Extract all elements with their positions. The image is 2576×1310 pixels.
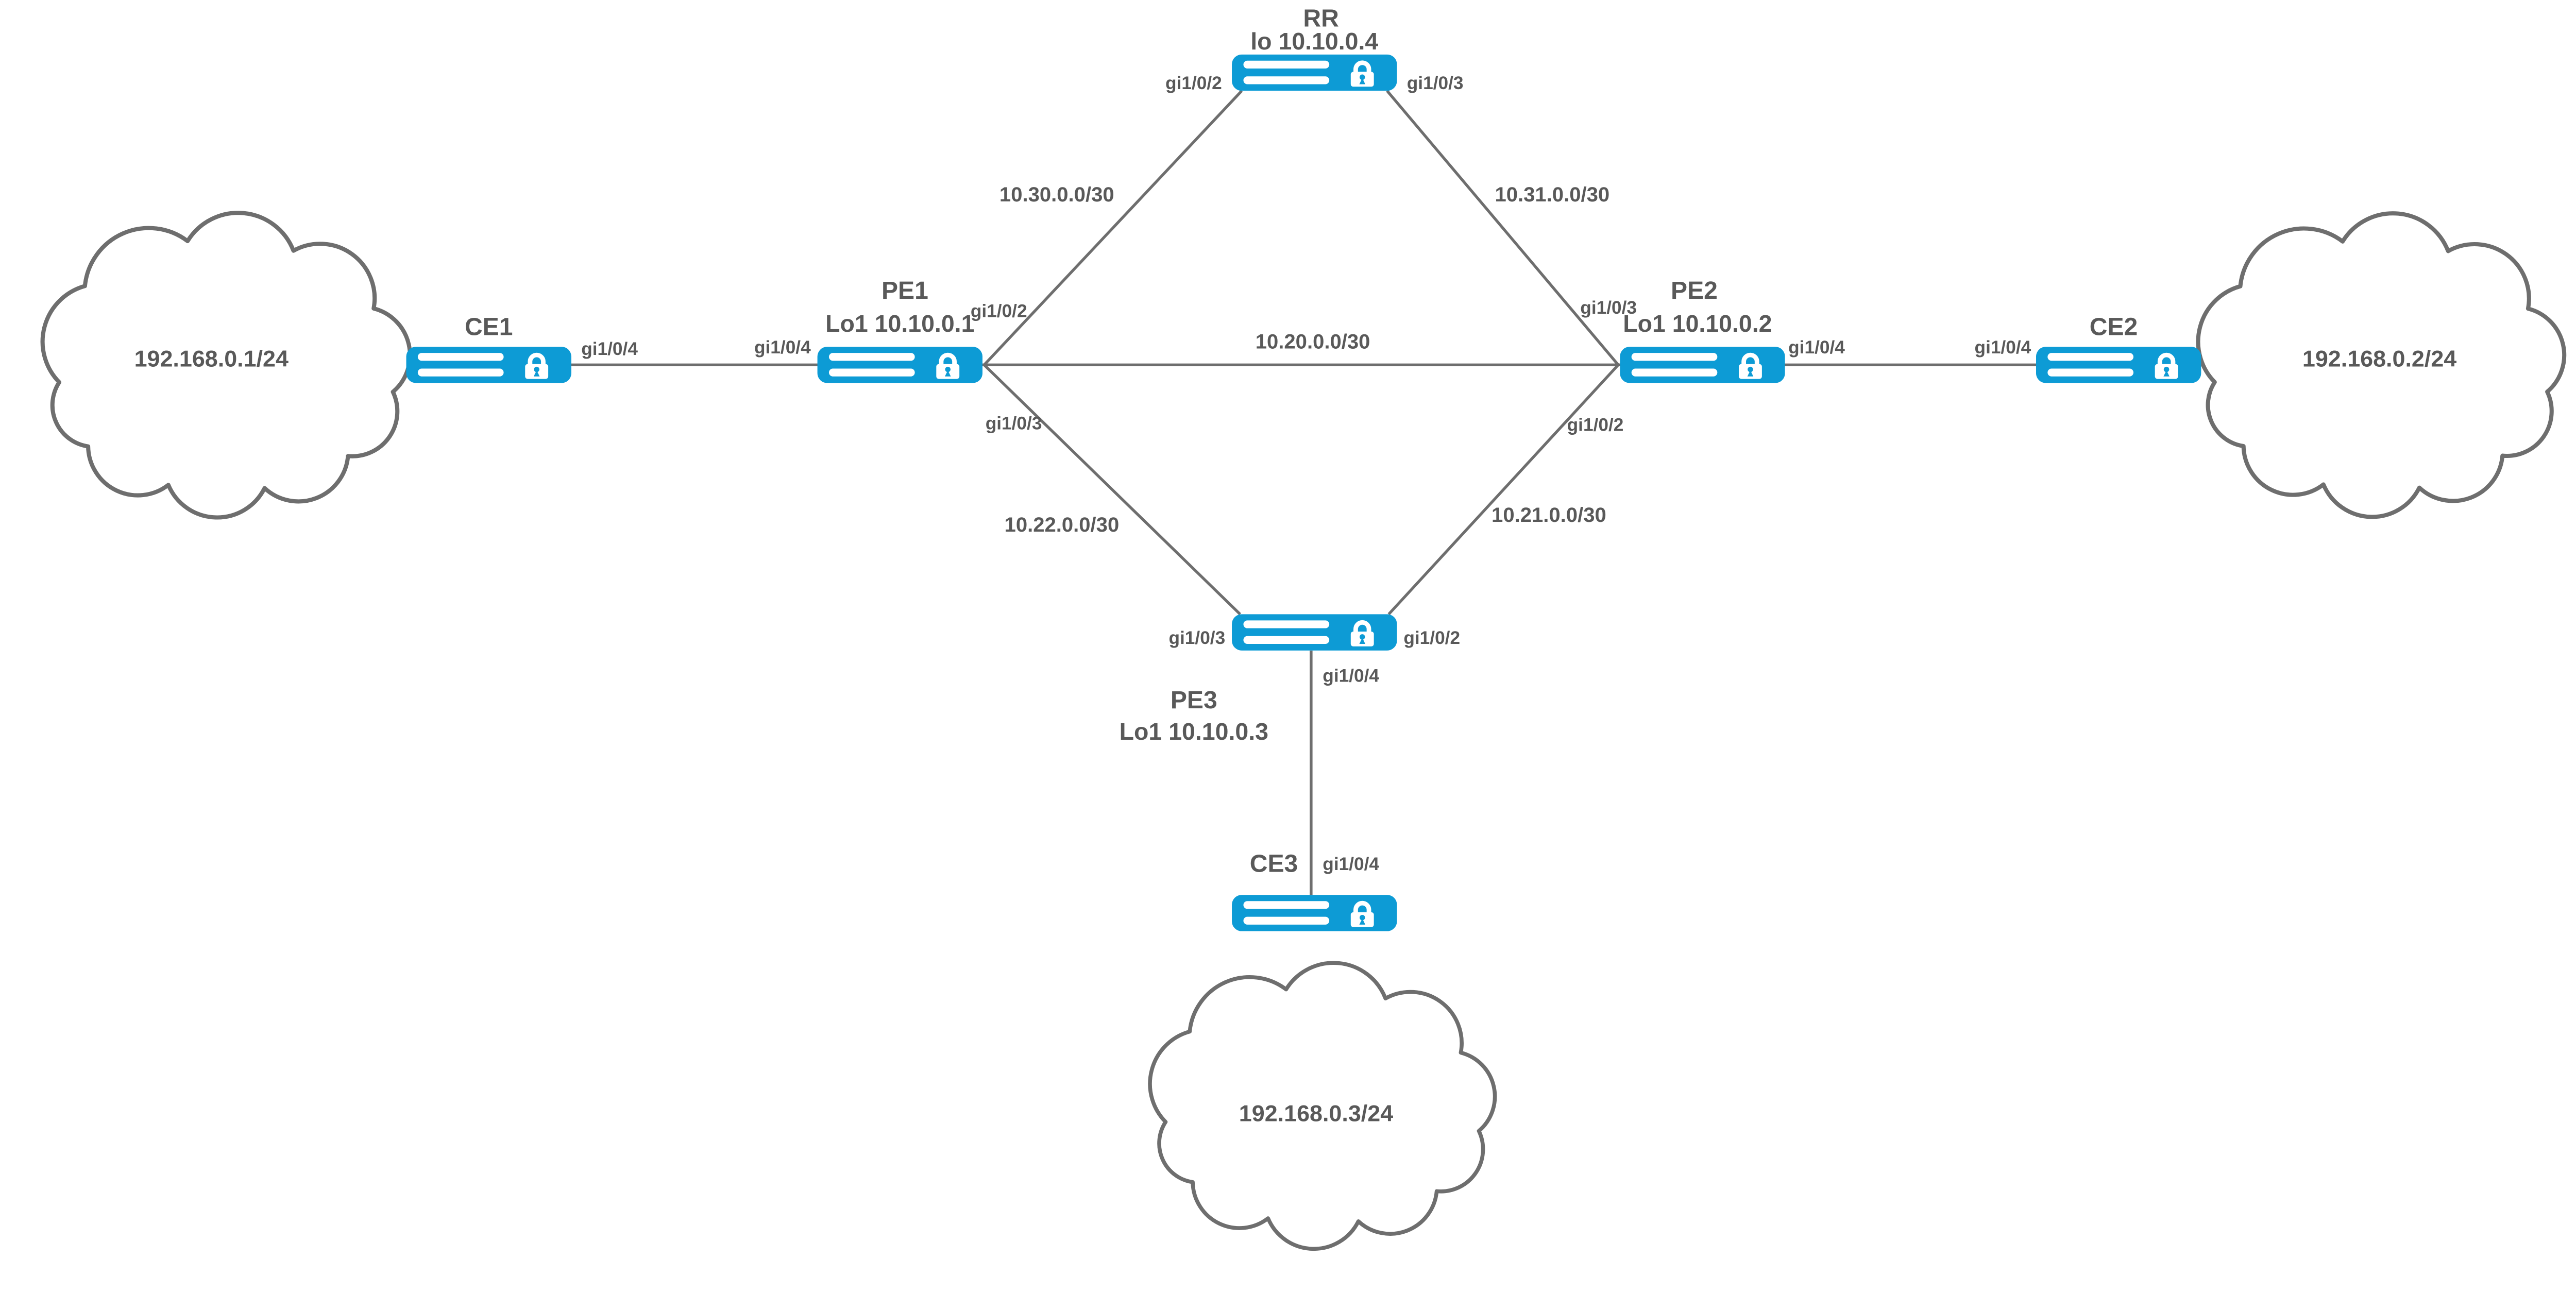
if-pe2-gi103: gi1/0/3 xyxy=(1580,298,1637,318)
router-icon-ce2 xyxy=(2036,347,2201,383)
router-icon-rr xyxy=(1232,55,1397,91)
if-pe3-gi104: gi1/0/4 xyxy=(1323,666,1379,686)
if-rr-gi103: gi1/0/3 xyxy=(1407,73,1464,93)
router-icon-pe1 xyxy=(818,347,983,383)
node-labels-layer: CE1 PE1 Lo1 10.10.0.1 PE2 Lo1 10.10.0.2 … xyxy=(465,4,2138,877)
ce1-title: CE1 xyxy=(465,313,513,341)
pe2-loopback: Lo1 10.10.0.2 xyxy=(1623,310,1772,337)
router-icon-pe2 xyxy=(1620,347,1785,383)
if-pe1-gi103: gi1/0/3 xyxy=(986,413,1042,433)
subnet-pe1-pe3: 10.22.0.0/30 xyxy=(1005,514,1120,536)
if-ce1-gi104: gi1/0/4 xyxy=(581,339,638,359)
clouds-layer: 192.168.0.1/24 192.168.0.2/24 192.168.0.… xyxy=(43,213,2564,1249)
rr-loopback: lo 10.10.0.4 xyxy=(1250,28,1378,55)
interface-labels-layer: gi1/0/4 gi1/0/4 gi1/0/2 gi1/0/2 gi1/0/3 … xyxy=(581,73,2031,874)
pe2-title: PE2 xyxy=(1671,277,1718,304)
link-pe2-pe3 xyxy=(1387,364,1620,616)
if-ce2-gi104: gi1/0/4 xyxy=(1975,337,2031,358)
cloud-bottom-label: 192.168.0.3/24 xyxy=(1239,1100,1393,1126)
subnet-pe1-rr: 10.30.0.0/30 xyxy=(999,183,1114,206)
pe3-loopback: Lo1 10.10.0.3 xyxy=(1120,718,1268,745)
router-icon-ce1 xyxy=(406,347,571,383)
ce2-title: CE2 xyxy=(2090,313,2138,341)
pe3-title: PE3 xyxy=(1171,686,1217,714)
links-layer xyxy=(488,90,2119,895)
devices-layer xyxy=(406,55,2201,931)
pe1-loopback: Lo1 10.10.0.1 xyxy=(825,310,974,337)
rr-title: RR xyxy=(1303,4,1338,32)
subnet-labels-layer: 10.30.0.0/30 10.31.0.0/30 10.20.0.0/30 1… xyxy=(999,183,1609,536)
ce3-title: CE3 xyxy=(1250,849,1298,877)
topology-svg: 192.168.0.1/24 192.168.0.2/24 192.168.0.… xyxy=(40,4,2567,1251)
network-topology-diagram: 192.168.0.1/24 192.168.0.2/24 192.168.0.… xyxy=(40,4,2567,1251)
cloud-right-label: 192.168.0.2/24 xyxy=(2302,346,2456,372)
if-pe2-gi102: gi1/0/2 xyxy=(1567,415,1624,435)
router-icon-pe3 xyxy=(1232,614,1397,651)
if-rr-gi102: gi1/0/2 xyxy=(1165,73,1222,93)
link-pe1-rr xyxy=(983,90,1243,366)
subnet-rr-pe2: 10.31.0.0/30 xyxy=(1495,183,1609,206)
cloud-left-label: 192.168.0.1/24 xyxy=(134,346,289,372)
subnet-pe1-pe2: 10.20.0.0/30 xyxy=(1256,330,1370,353)
if-pe1-gi104: gi1/0/4 xyxy=(754,337,811,358)
subnet-pe2-pe3: 10.21.0.0/30 xyxy=(1492,504,1606,526)
if-pe3-gi103: gi1/0/3 xyxy=(1168,628,1225,648)
if-pe1-gi102: gi1/0/2 xyxy=(971,301,1027,321)
if-ce3-gi104: gi1/0/4 xyxy=(1323,854,1379,874)
router-icon-ce3 xyxy=(1232,895,1397,931)
link-pe1-pe3 xyxy=(983,364,1241,616)
if-pe2-gi104: gi1/0/4 xyxy=(1788,337,1845,358)
if-pe3-gi102: gi1/0/2 xyxy=(1403,628,1460,648)
link-rr-pe2 xyxy=(1386,90,1620,366)
pe1-title: PE1 xyxy=(882,277,928,304)
